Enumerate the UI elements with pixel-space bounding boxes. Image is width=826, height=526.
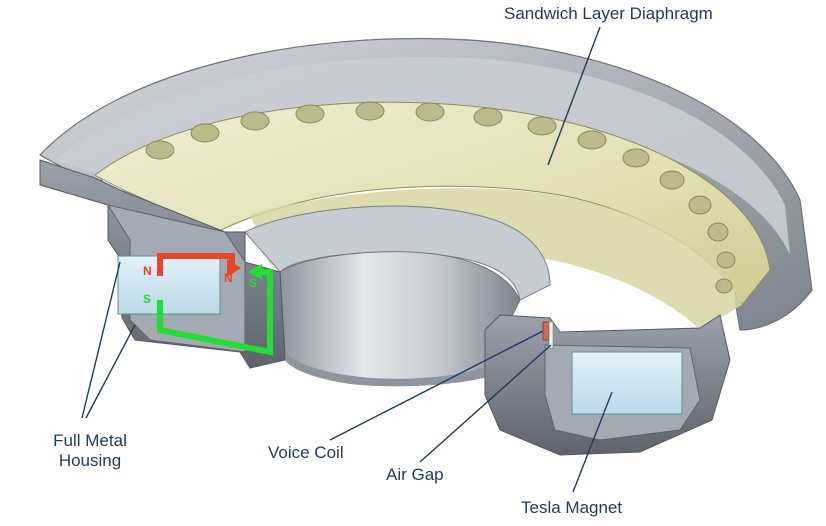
label-voice-coil: Voice Coil bbox=[268, 443, 344, 462]
label-housing: Full Metal Housing bbox=[40, 431, 140, 471]
flux-north-path bbox=[157, 253, 241, 277]
pole-south-inner: S bbox=[249, 276, 257, 290]
label-diaphragm: Sandwich Layer Diaphragm bbox=[504, 4, 713, 23]
pole-south-outer: S bbox=[143, 292, 151, 306]
leader-magnet bbox=[572, 391, 613, 493]
leader-lines bbox=[81, 26, 613, 493]
air-gap bbox=[548, 321, 554, 349]
pole-north-outer: N bbox=[143, 264, 152, 278]
leader-diaphragm bbox=[547, 26, 601, 166]
diaphragm-vent-holes bbox=[145, 101, 736, 294]
label-magnet: Tesla Magnet bbox=[521, 498, 623, 517]
label-housing-line2: Housing bbox=[58, 451, 122, 470]
leader-air-gap bbox=[419, 344, 552, 463]
magnet-left bbox=[117, 255, 221, 315]
leader-housing-b bbox=[85, 324, 136, 419]
voice-coil bbox=[542, 321, 550, 341]
label-air-gap: Air Gap bbox=[386, 465, 444, 484]
leader-housing-a bbox=[81, 261, 121, 419]
label-housing-line1: Full Metal bbox=[53, 431, 127, 450]
pole-north-inner: N bbox=[224, 271, 233, 285]
leader-voice-coil bbox=[329, 330, 544, 441]
center-bore bbox=[279, 251, 521, 387]
flux-south-path bbox=[157, 264, 273, 356]
magnet-right bbox=[571, 351, 683, 415]
